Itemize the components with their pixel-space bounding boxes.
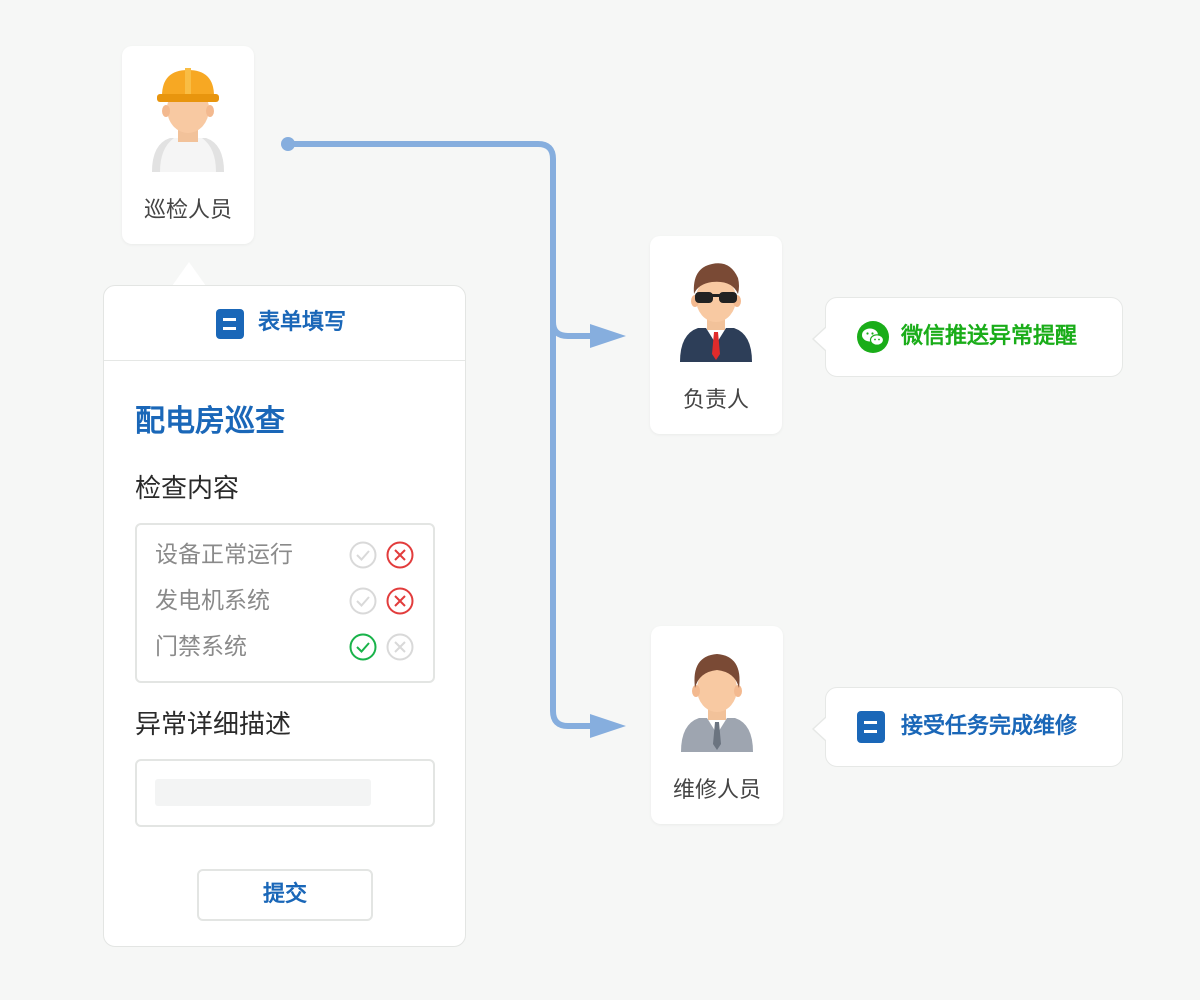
wechat-notification-bubble: 微信推送异常提醒 (812, 297, 1123, 377)
check-list: 设备正常运行 发电机系统 门禁系统 (135, 523, 435, 683)
wechat-notification-text: 微信推送异常提醒 (901, 324, 1078, 349)
form-pointer (172, 262, 206, 286)
arrowhead-repair (590, 714, 626, 738)
task-notification-bubble: 接受任务完成维修 (812, 687, 1123, 767)
manager-avatar-icon (680, 263, 752, 362)
check-item-label: 设备正常运行 (155, 542, 293, 568)
task-notification-text: 接受任务完成维修 (901, 714, 1078, 739)
cross-icon[interactable] (386, 541, 414, 569)
inspector-avatar-icon (152, 68, 224, 172)
form-icon (857, 711, 885, 743)
inspector-card: 巡检人员 (122, 46, 254, 244)
manager-label: 负责人 (682, 388, 749, 413)
cross-icon[interactable] (386, 587, 414, 615)
description-placeholder (155, 779, 371, 806)
form-icon (216, 309, 244, 339)
arrow-to-manager (288, 141, 598, 339)
manager-card: 负责人 (650, 236, 782, 434)
repair-label: 维修人员 (672, 778, 761, 803)
arrowhead-manager (590, 324, 626, 348)
form-header: 表单填写 (104, 286, 465, 361)
inspector-label: 巡检人员 (143, 198, 232, 223)
cross-icon[interactable] (386, 633, 414, 661)
form-title: 配电房巡查 (135, 404, 285, 439)
repair-avatar-icon (681, 654, 753, 752)
check-item: 门禁系统 (155, 632, 417, 662)
check-icon[interactable] (349, 633, 377, 661)
check-section-label: 检查内容 (135, 474, 240, 504)
arrow-to-repair (550, 320, 598, 729)
check-item-label: 发电机系统 (155, 588, 270, 614)
wechat-icon (857, 321, 889, 353)
desc-section-label: 异常详细描述 (135, 710, 292, 740)
form-panel: 表单填写 配电房巡查 检查内容 设备正常运行 发电机系统 (103, 285, 466, 947)
check-icon[interactable] (349, 587, 377, 615)
repair-card: 维修人员 (651, 626, 783, 824)
check-item: 设备正常运行 (155, 540, 417, 570)
check-item: 发电机系统 (155, 586, 417, 616)
submit-button[interactable]: 提交 (197, 869, 373, 921)
description-input[interactable] (135, 759, 435, 827)
check-icon[interactable] (349, 541, 377, 569)
check-item-label: 门禁系统 (155, 634, 247, 660)
form-header-title: 表单填写 (258, 310, 347, 335)
